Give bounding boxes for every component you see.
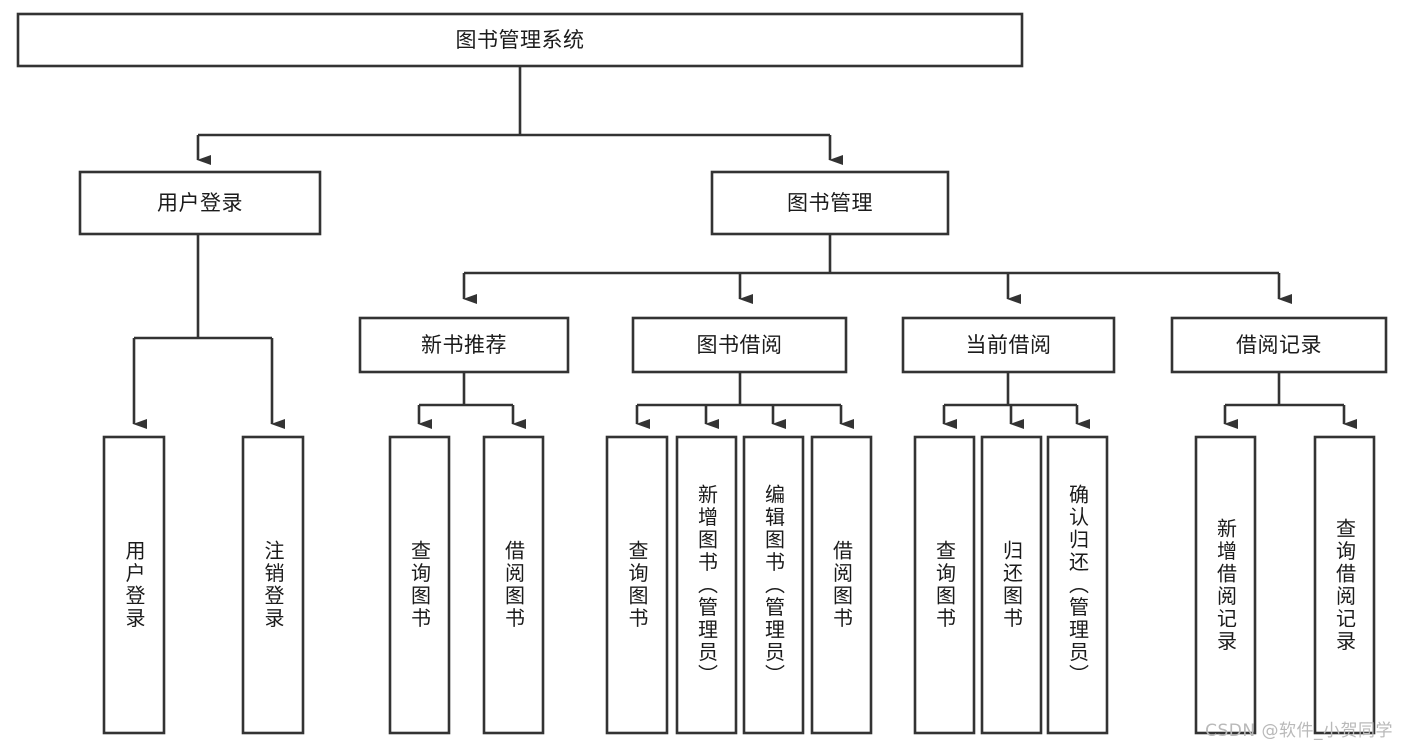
leaf-box-nbr-query-book[interactable] [388,435,451,735]
leaf-box-logout[interactable] [241,435,305,735]
leaf-box-user-login[interactable] [102,435,166,735]
watermark-text: CSDN @软件_小贺同学 [1205,721,1393,741]
leaf-box-br-query-record[interactable] [1313,435,1376,735]
leaf-box-cb-return-book[interactable] [980,435,1043,735]
node-book-borrow-box[interactable] [631,316,848,374]
node-root-box[interactable] [16,12,1024,68]
leaf-box-bb-query-book[interactable] [605,435,669,735]
leaf-box-bb-add-book[interactable] [675,435,738,735]
node-borrow-record-box[interactable] [1170,316,1388,374]
node-book-mgmt-box[interactable] [710,170,950,236]
node-user-login-box[interactable] [78,170,322,236]
leaf-box-cb-confirm-return[interactable] [1046,435,1109,735]
node-current-borrow-box[interactable] [901,316,1116,374]
leaf-box-cb-query-book[interactable] [913,435,976,735]
node-new-book-rec-box[interactable] [358,316,570,374]
leaf-box-br-add-record[interactable] [1194,435,1257,735]
leaf-box-bb-borrow-book[interactable] [810,435,873,735]
leaf-box-bb-edit-book[interactable] [742,435,805,735]
leaf-box-nbr-borrow-book[interactable] [482,435,545,735]
